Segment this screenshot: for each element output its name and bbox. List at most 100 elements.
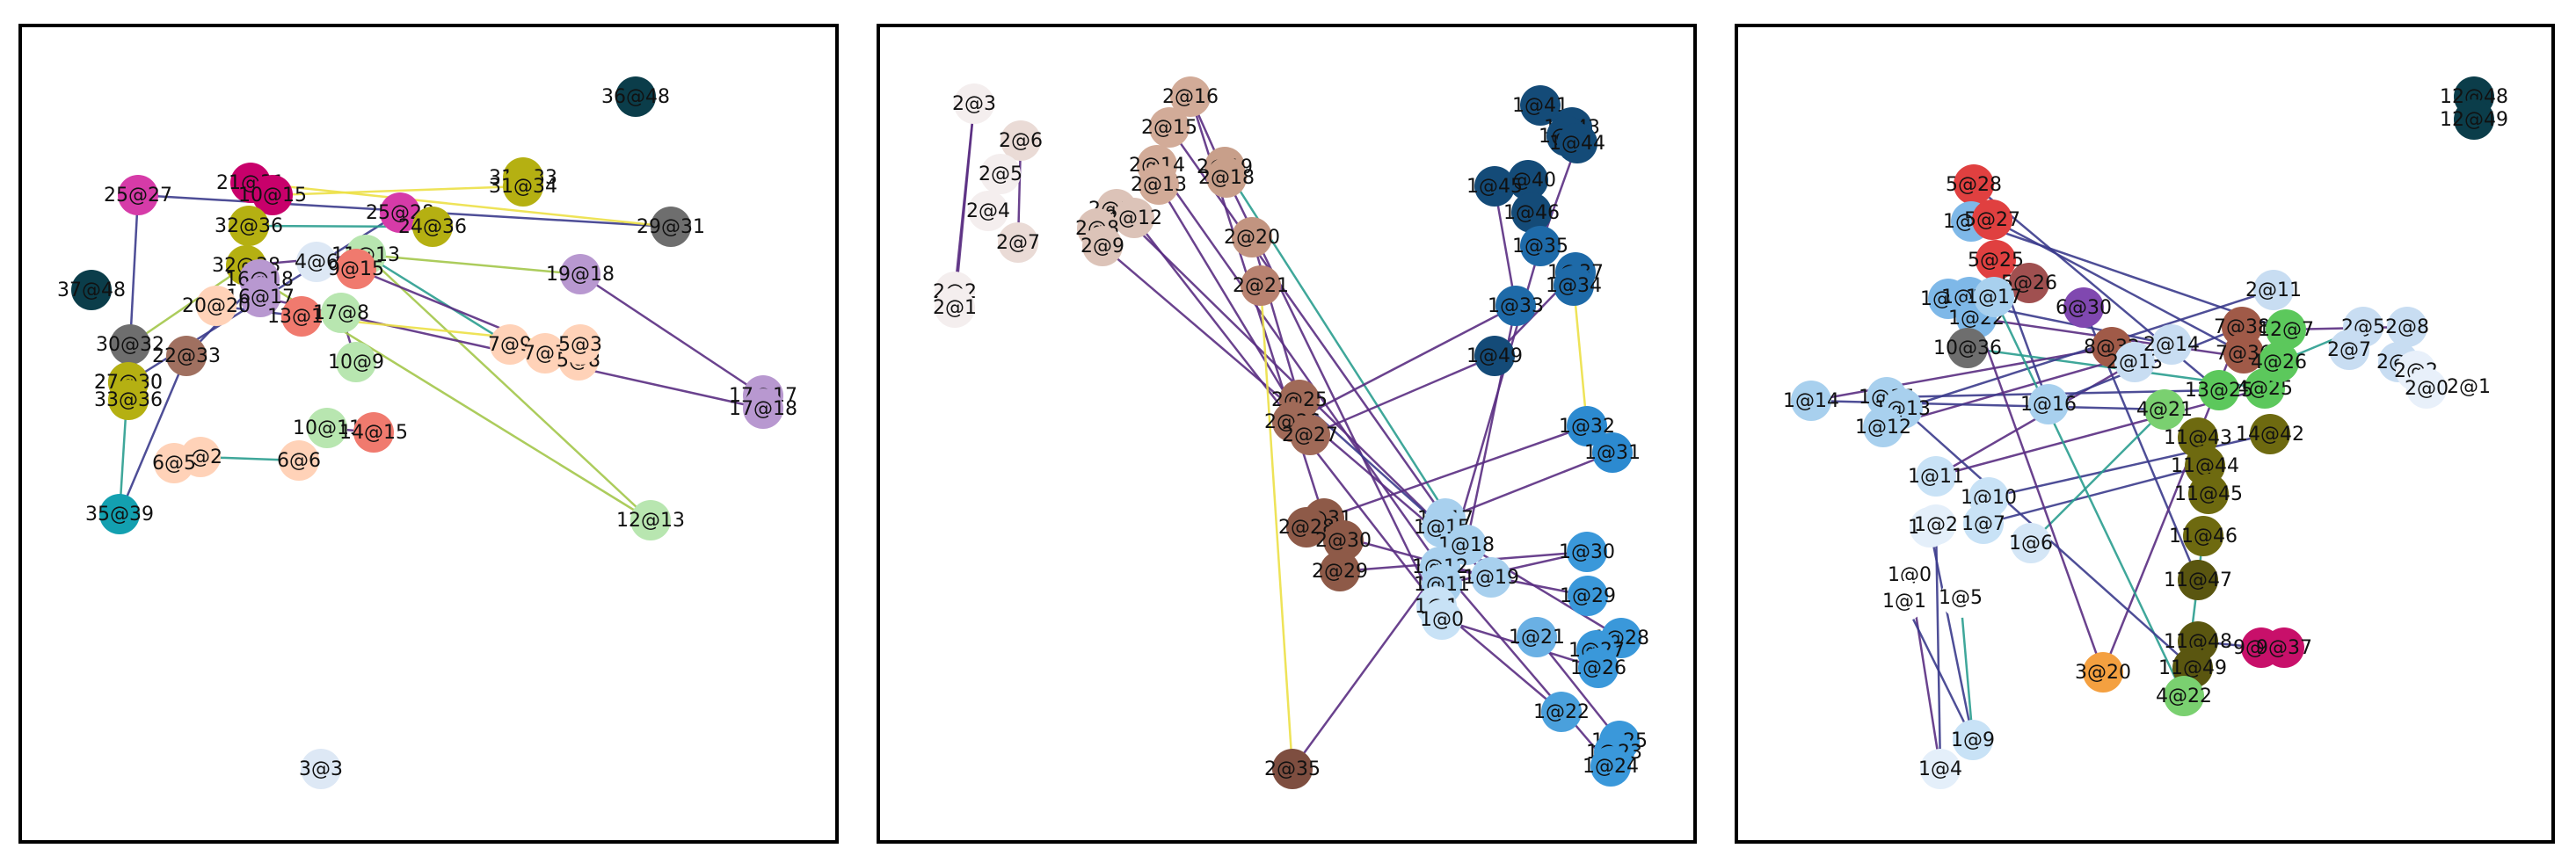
node-circle bbox=[1520, 85, 1561, 126]
node-circle bbox=[1567, 406, 1607, 446]
edge-2-at-3-to-2-at-2 bbox=[953, 103, 976, 293]
node-label: 10@11 bbox=[293, 417, 361, 439]
node-2-at-1: 2@1 bbox=[933, 287, 977, 328]
node-circle bbox=[1206, 157, 1247, 198]
node-circle bbox=[1590, 746, 1631, 787]
node-label: 1@22 bbox=[1533, 701, 1590, 723]
node-circle bbox=[1863, 407, 1903, 447]
node-label: 2@6 bbox=[999, 130, 1043, 152]
edge-2-at-27-to-1-at-49 bbox=[1309, 354, 1495, 437]
node-label: 5@27 bbox=[1964, 209, 2020, 231]
edge-11-at-13-to-19-at-18 bbox=[365, 253, 581, 276]
node-10-at-15: 10@15 bbox=[238, 175, 307, 215]
node-circle bbox=[2188, 474, 2229, 514]
node-1-at-30: 1@30 bbox=[1559, 532, 1615, 572]
node-1-at-21: 1@21 bbox=[1509, 617, 1565, 657]
node-label: 2@11 bbox=[2245, 279, 2302, 301]
node-circle bbox=[110, 324, 150, 365]
node-label: 1@6 bbox=[2009, 533, 2053, 555]
node-circle bbox=[1916, 504, 1956, 545]
node-circle bbox=[1474, 336, 1515, 376]
node-circle bbox=[1916, 456, 1956, 497]
node-1-at-34: 1@34 bbox=[1546, 265, 1602, 306]
node-20-at-20: 20@20 bbox=[182, 286, 251, 326]
node-circle bbox=[1508, 160, 1548, 200]
node-1-at-46: 1@46 bbox=[1503, 192, 1560, 233]
node-label: 2@0 bbox=[2405, 378, 2449, 400]
edge-1-at-3-to-1-at-9 bbox=[1928, 526, 1975, 741]
node-label: 11@45 bbox=[2174, 483, 2243, 505]
node-circle bbox=[301, 749, 341, 789]
node-label: 5@3 bbox=[558, 334, 602, 356]
node-circle bbox=[2164, 676, 2204, 716]
node-circle bbox=[1791, 381, 1831, 421]
node-circle bbox=[2329, 330, 2369, 370]
node-circle bbox=[651, 207, 691, 247]
node-2-at-7: 2@7 bbox=[996, 222, 1040, 263]
node-2-at-0: 2@0 bbox=[2405, 368, 2449, 409]
node-label: 6@5 bbox=[152, 453, 196, 475]
node-circle bbox=[279, 440, 319, 481]
node-label: 2@13 bbox=[1131, 174, 1187, 196]
edge-11-at-13-to-7-at-9 bbox=[365, 253, 511, 346]
node-1-at-11: 1@11 bbox=[1908, 456, 1964, 497]
node-25-at-28: 25@28 bbox=[366, 192, 434, 233]
node-1-at-12: 1@12 bbox=[1855, 407, 1911, 447]
node-3-at-3: 3@3 bbox=[299, 749, 343, 789]
node-label: 11@46 bbox=[2169, 526, 2238, 548]
edge-10-at-15-to-31-at-34 bbox=[272, 185, 524, 197]
node-label: 9@15 bbox=[328, 258, 384, 280]
node-label: 1@12 bbox=[1855, 417, 1911, 439]
node-label: 12@13 bbox=[616, 510, 685, 532]
edge-1-at-22-to-3-at-20 bbox=[1975, 317, 2105, 673]
node-circle bbox=[336, 249, 376, 289]
nodes-1: 36@4827@3025@2721@3110@1531@3331@3429@31… bbox=[57, 76, 797, 789]
edge-2-at-26-to-1-at-33 bbox=[1292, 304, 1517, 424]
node-2-at-27: 2@27 bbox=[1282, 415, 1338, 455]
node-12-at-49: 12@49 bbox=[2440, 99, 2508, 140]
node-label: 1@30 bbox=[1559, 541, 1615, 563]
node-2-at-5: 2@5 bbox=[979, 154, 1022, 194]
node-2-at-9: 2@9 bbox=[1081, 226, 1124, 266]
edge-11-at-13-to-12-at-13 bbox=[365, 254, 651, 521]
node-label: 2@30 bbox=[1315, 530, 1372, 552]
node-circle bbox=[935, 287, 975, 328]
node-circle bbox=[1286, 507, 1327, 548]
edge-30-at-32-to-32-at-38 bbox=[129, 264, 247, 346]
node-6-at-5: 6@5 bbox=[152, 443, 196, 483]
edge-19-at-18-to-17-at-17 bbox=[579, 272, 764, 397]
node-2-at-15: 2@15 bbox=[1141, 107, 1197, 148]
node-circle bbox=[1001, 120, 1041, 161]
node-1-at-49: 1@49 bbox=[1466, 336, 1523, 376]
edge-1-at-34-to-1-at-32 bbox=[1572, 285, 1589, 427]
node-2-at-30: 2@30 bbox=[1315, 520, 1372, 561]
node-circle bbox=[1554, 265, 1594, 306]
node-16-at-17: 16@17 bbox=[226, 277, 295, 317]
node-label: 6@6 bbox=[277, 450, 321, 472]
node-9-at-15: 9@15 bbox=[328, 249, 384, 289]
node-circle bbox=[2183, 516, 2223, 556]
node-label: 11@49 bbox=[2158, 657, 2227, 679]
node-circle bbox=[1976, 240, 2016, 280]
node-label: 1@26 bbox=[1570, 657, 1626, 679]
node-label: 17@18 bbox=[729, 398, 797, 420]
node-1-at-9: 1@9 bbox=[1951, 720, 1995, 760]
node-circle bbox=[954, 83, 994, 124]
node-circle bbox=[1557, 123, 1597, 163]
node-7-at-9: 7@9 bbox=[488, 324, 532, 365]
edge-1-at-1-to-1-at-9 bbox=[1903, 600, 1975, 741]
node-circle bbox=[2406, 368, 2447, 409]
node-label: 1@46 bbox=[1503, 202, 1560, 224]
node-24-at-36: 24@36 bbox=[398, 207, 467, 247]
node-circle bbox=[1940, 577, 1981, 618]
node-circle bbox=[1511, 192, 1552, 233]
node-label: 1@17 bbox=[1966, 286, 2022, 308]
node-2-at-35: 2@35 bbox=[1264, 749, 1321, 789]
node-circle bbox=[2387, 307, 2427, 347]
node-label: 11@44 bbox=[2171, 455, 2239, 477]
node-label: 5@25 bbox=[1968, 250, 2024, 272]
node-circle bbox=[307, 408, 347, 448]
node-17-at-8: 17@8 bbox=[313, 293, 369, 333]
node-label: 2@9 bbox=[1081, 236, 1124, 257]
node-2-at-1: 2@1 bbox=[2447, 366, 2491, 407]
